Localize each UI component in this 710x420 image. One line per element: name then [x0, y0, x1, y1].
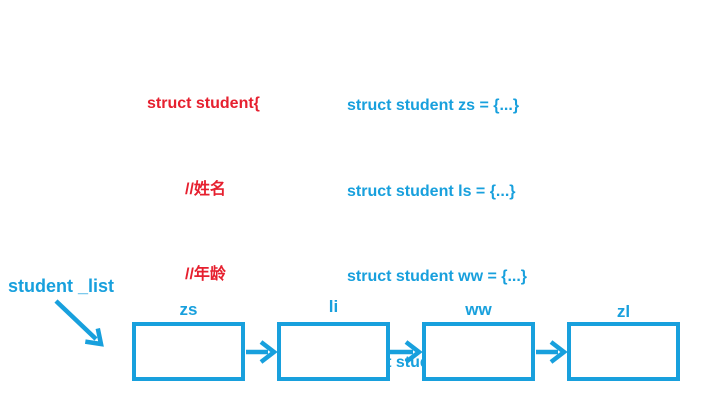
- arrow-ww-to-zl: [536, 340, 568, 364]
- node-box-ww: [422, 322, 535, 381]
- head-pointer-label: student _list: [8, 276, 115, 296]
- node-box-zs: [132, 322, 245, 381]
- struct-comment-name: //姓名: [185, 180, 226, 198]
- head-pointer-arrow: [54, 299, 104, 347]
- node-label-ww: ww: [465, 300, 492, 319]
- node-box-li: [277, 322, 390, 381]
- declaration-ls: struct student ls = {...}: [347, 182, 516, 200]
- node-label-li: li: [328, 297, 339, 316]
- struct-definition-block: struct student{ //姓名 //年龄 //性别 //籍贯 //成绩…: [147, 33, 332, 420]
- node-label-zs: zs: [179, 300, 198, 319]
- struct-comment-age: //年龄: [185, 266, 226, 283]
- struct-header-line: struct student{: [147, 95, 260, 112]
- node-box-zl: [567, 322, 680, 381]
- declaration-zs: struct student zs = {...}: [347, 97, 520, 114]
- arrow-zs-to-li: [246, 340, 278, 364]
- declaration-ww: struct student ww = {...}: [347, 268, 528, 285]
- arrow-li-to-ww: [388, 340, 423, 364]
- node-label-zl: zl: [616, 302, 631, 321]
